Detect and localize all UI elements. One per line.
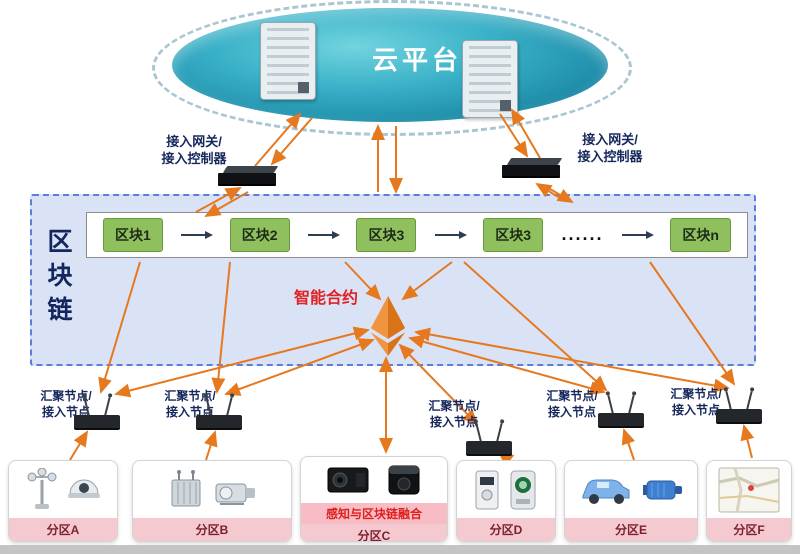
anemometer-icon bbox=[27, 467, 57, 509]
router-icon bbox=[74, 396, 120, 430]
node-label-line1: 汇聚节点/ bbox=[40, 389, 92, 403]
smart-contract-label: 智能合约 bbox=[294, 290, 359, 307]
page-bottom-edge bbox=[0, 545, 800, 554]
electric-motor-icon bbox=[643, 480, 682, 499]
server-slots bbox=[267, 28, 309, 94]
block-item: 区块3 bbox=[483, 218, 543, 252]
router-icon bbox=[716, 390, 762, 424]
gauge-meter-icon bbox=[510, 470, 536, 509]
block-item: 区块1 bbox=[103, 218, 163, 252]
fusion-label: 感知与区块链融合 bbox=[301, 503, 447, 524]
partition-label: 分区A bbox=[9, 518, 117, 541]
block-arrow-icon bbox=[434, 231, 467, 239]
camera-module-icon bbox=[388, 465, 420, 495]
router-icon bbox=[196, 396, 242, 430]
partition-label: 分区C bbox=[301, 524, 447, 541]
switch-top-face bbox=[506, 158, 563, 165]
router-icon bbox=[466, 422, 512, 456]
transformer-icon bbox=[171, 469, 201, 506]
partition-label: 分区B bbox=[133, 518, 291, 541]
partition-card-a: 分区A bbox=[8, 460, 118, 542]
partition-f-devices bbox=[707, 461, 791, 518]
partition-d-devices bbox=[457, 461, 555, 518]
partition-label: 分区E bbox=[565, 518, 697, 541]
block-sequence: 区块1 区块2 区块3 区块3 ...... 区块n bbox=[86, 212, 748, 258]
gateway-label-left: 接入网关/ 接入控制器 bbox=[144, 134, 244, 168]
partition-c-devices bbox=[301, 457, 447, 503]
node-label-line1: 汇聚节点/ bbox=[428, 399, 480, 413]
block-arrow-icon bbox=[308, 231, 340, 239]
gateway-label-line2: 接入控制器 bbox=[577, 148, 643, 164]
partition-a-devices bbox=[9, 461, 117, 518]
cloud-server-icon bbox=[260, 22, 316, 100]
gateway-label-line1: 接入网关/ bbox=[166, 134, 222, 149]
cloud-platform-label: 云平台 bbox=[371, 45, 462, 75]
node-label-line1: 汇聚节点/ bbox=[670, 387, 722, 401]
aggregation-node-label: 汇聚节点/ 接入节点 bbox=[536, 388, 608, 420]
block-arrow-icon bbox=[181, 231, 214, 239]
partition-e-devices bbox=[565, 461, 697, 518]
gateway-label-right: 接入网关/ 接入控制器 bbox=[560, 132, 660, 166]
network-switch-icon bbox=[502, 158, 563, 178]
partition-card-f: 分区F bbox=[706, 460, 792, 542]
block-arrow-icon bbox=[621, 231, 654, 239]
map-icon bbox=[718, 467, 780, 512]
partition-b-devices bbox=[133, 461, 291, 518]
node-label-line2: 接入节点 bbox=[429, 415, 478, 430]
gateway-label-line1: 接入网关/ bbox=[582, 132, 638, 147]
cloud-server-icon bbox=[462, 40, 518, 118]
aggregation-node-label: 汇聚节点/ 接入节点 bbox=[418, 398, 490, 430]
switch-top-face bbox=[222, 166, 279, 173]
router-icon bbox=[598, 394, 644, 428]
block-item: 区块3 bbox=[356, 218, 417, 252]
block-item: 区块n bbox=[670, 218, 731, 252]
block-item: 区块2 bbox=[229, 218, 290, 252]
switch-front-face bbox=[502, 165, 560, 178]
switch-front-face bbox=[218, 173, 276, 186]
generator-icon bbox=[215, 483, 255, 505]
blockchain-title: 区块链 bbox=[44, 228, 72, 330]
electric-car-icon bbox=[582, 479, 630, 504]
cloud-platform bbox=[172, 8, 608, 122]
network-switch-icon bbox=[218, 166, 279, 186]
partition-label: 分区D bbox=[457, 518, 555, 541]
node-label-line1: 汇聚节点/ bbox=[164, 389, 216, 403]
partition-card-c: 感知与区块链融合 分区C bbox=[300, 456, 448, 542]
partition-card-b: 分区B bbox=[132, 460, 292, 542]
ethereum-icon bbox=[370, 296, 406, 356]
aggregation-node-label: 汇聚节点/ 接入节点 bbox=[660, 386, 732, 418]
partition-card-d: 分区D bbox=[456, 460, 556, 542]
node-label-line1: 汇聚节点/ bbox=[546, 389, 598, 403]
industrial-camera-icon bbox=[327, 467, 369, 493]
ellipsis-dots: ...... bbox=[561, 224, 604, 245]
smart-meter-icon bbox=[475, 470, 499, 509]
node-label-line2: 接入节点 bbox=[671, 403, 720, 418]
dome-camera-icon bbox=[68, 479, 100, 498]
cloud-dashed-ring bbox=[152, 0, 632, 136]
partition-label: 分区F bbox=[707, 518, 791, 541]
gateway-label-line2: 接入控制器 bbox=[161, 150, 227, 166]
node-label-line2: 接入节点 bbox=[547, 405, 596, 420]
partition-card-e: 分区E bbox=[564, 460, 698, 542]
